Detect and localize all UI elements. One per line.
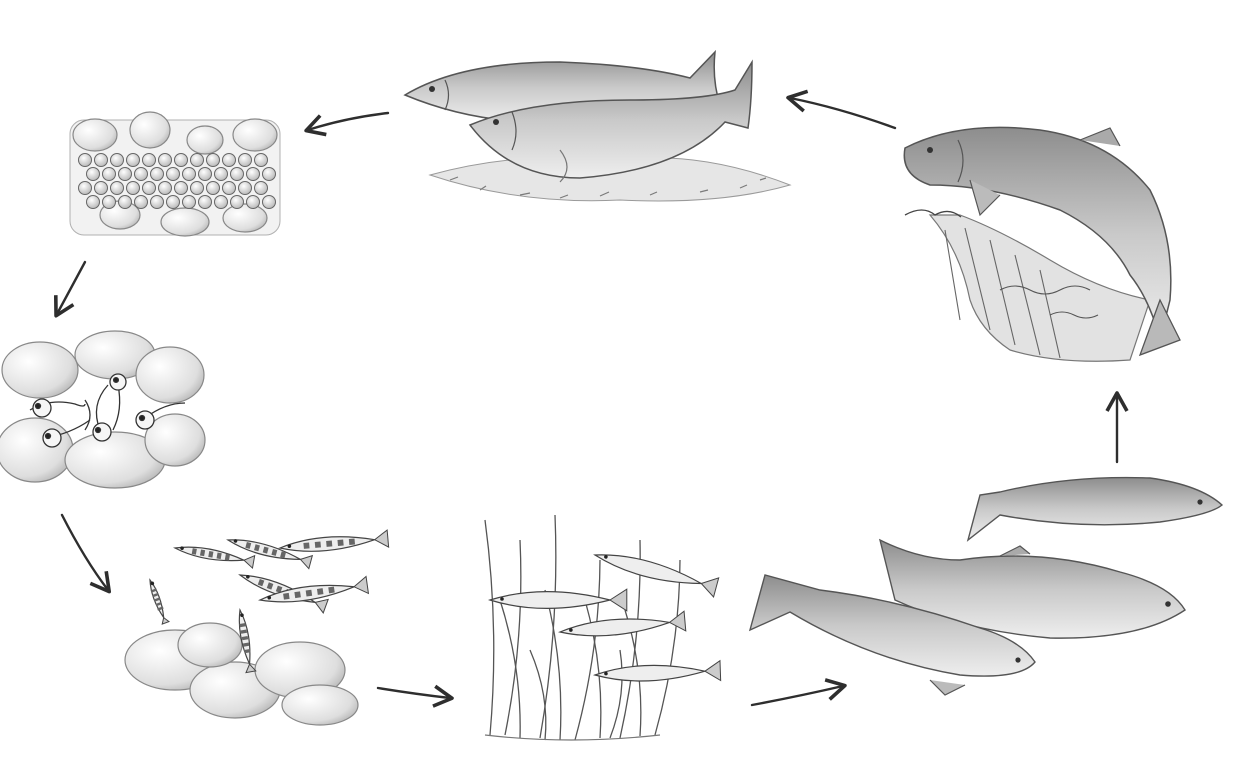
- spawning-salmon-pair-icon: [403, 49, 792, 202]
- alevins-hatching-icon: [0, 330, 206, 489]
- salmon-leaping-falls-icon: [903, 126, 1181, 362]
- eggs-in-gravel-icon: [69, 111, 281, 237]
- arrow-eggs-to-alevins: [53, 260, 87, 318]
- smolts-in-grass-icon: [484, 514, 722, 741]
- arrow-returning-to-spawning: [786, 89, 897, 130]
- ocean-salmon-icon: [748, 476, 1224, 696]
- arrow-alevins-to-fry: [60, 513, 112, 594]
- fry-over-stones-icon: [124, 529, 390, 726]
- cycle-arrows: [53, 89, 1129, 708]
- arrow-smolts-to-ocean: [750, 678, 847, 707]
- arrow-fry-to-smolts: [376, 684, 454, 708]
- arrow-spawning-to-eggs: [304, 111, 390, 137]
